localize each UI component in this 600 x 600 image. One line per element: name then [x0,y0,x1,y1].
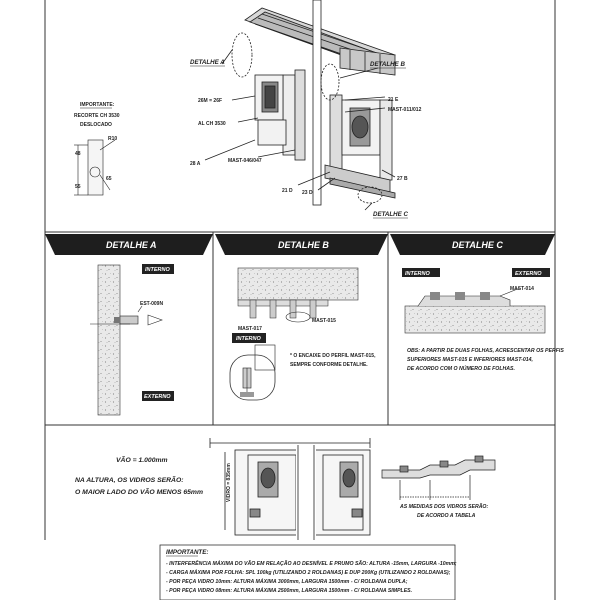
a-interno-tag: INTERNO [145,267,170,273]
notes-line-2: - CARGA MÁXIMA POR FOLHA: SPL 100kg (UTI… [166,569,451,576]
detalhe-b-drawing [229,267,359,401]
detalhe-c-drawing [402,268,550,334]
a-est009n: EST-009N [140,301,163,307]
label-detalhe-a: DETALHE A [190,59,225,66]
recorte-line2: DESLOCADO [80,122,112,128]
c-obs1: OBS: A PARTIR DE DUAS FOLHAS, ACRESCENTA… [407,348,564,354]
dim-r10: R10 [108,136,117,142]
bottom-elevation-drawing [209,438,371,540]
label-detalhe-c: DETALHE C [373,211,408,218]
detalhe-a-drawing [90,264,174,416]
b-mast015: MAST-015 [312,318,336,324]
b-mast017: MAST-017 [238,326,262,332]
label-28a: 28 A [190,161,201,167]
top-assembly-drawing [204,0,396,211]
b-note1: * O ENCAIXE DO PERFIL MAST-015, [290,353,376,359]
notes-line-4: - POR PEÇA VIDRO 08mm: ALTURA MÁXIMA 250… [166,587,412,594]
label-mast011: MAST-011/012 [388,107,422,113]
header-detalhe-a: DETALHE A [106,240,157,250]
dim-48: 48 [75,151,81,157]
label-detalhe-b: DETALHE B [370,61,405,68]
c-obs2: SUPERIORES MAST-015 E INFERIORES MAST-01… [407,357,533,363]
top-frame [44,0,556,600]
recorte-diagram [74,139,116,196]
c-interno-tag: INTERNO [405,271,430,277]
bottom-profile-drawing [381,455,496,500]
label-21e: 21 E [388,97,399,103]
a-externo-tag: EXTERNO [144,394,171,400]
header-detalhe-b: DETALHE B [278,240,329,250]
c-mast014: MAST-014 [510,286,534,292]
medidas-line2: DE ACORDO A TABELA [417,513,476,519]
label-26m: 26M = 26F [198,98,222,104]
label-23d: 23 D [302,190,313,196]
header-bars [45,234,555,255]
label-27b: 27 B [397,176,408,182]
b-interno-tag: INTERNO [236,336,261,342]
vao-text: VÃO = 1.000mm [116,455,168,464]
vidro-dim: VIDRO = 835mm [226,463,232,502]
dim-55: 55 [75,184,81,190]
notes-box [159,544,456,600]
notes-line-1: - INTERFERÊNCIA MÁXIMA DO VÃO EM RELAÇÃO… [166,559,457,567]
label-alch: AL CH 3530 [198,121,226,127]
label-mast046: MAST-046/047 [228,158,262,164]
notes-line-3: - POR PEÇA VIDRO 10mm: ALTURA MÁXIMA 300… [166,578,408,585]
b-note2: SEMPRE CONFORME DETALHE. [290,362,368,368]
altura-line1: NA ALTURA, OS VIDROS SERÃO: [75,475,184,484]
recorte-line1: RECORTE CH 3530 [74,113,120,119]
middle-frame [44,231,555,426]
altura-line2: O MAIOR LADO DO VÃO MENOS 65mm [75,487,203,496]
medidas-line1: AS MEDIDAS DOS VIDROS SERÃO: [399,503,488,510]
c-obs3: DE ACORDO COM O NÚMERO DE FOLHAS. [407,365,515,372]
header-detalhe-c: DETALHE C [452,240,503,250]
recorte-importante: IMPORTANTE: [80,102,115,108]
c-externo-tag: EXTERNO [515,271,542,277]
dim-65: 65 [106,176,112,182]
label-21d: 21 D [282,188,293,194]
notes-title: IMPORTANTE: [166,549,208,556]
